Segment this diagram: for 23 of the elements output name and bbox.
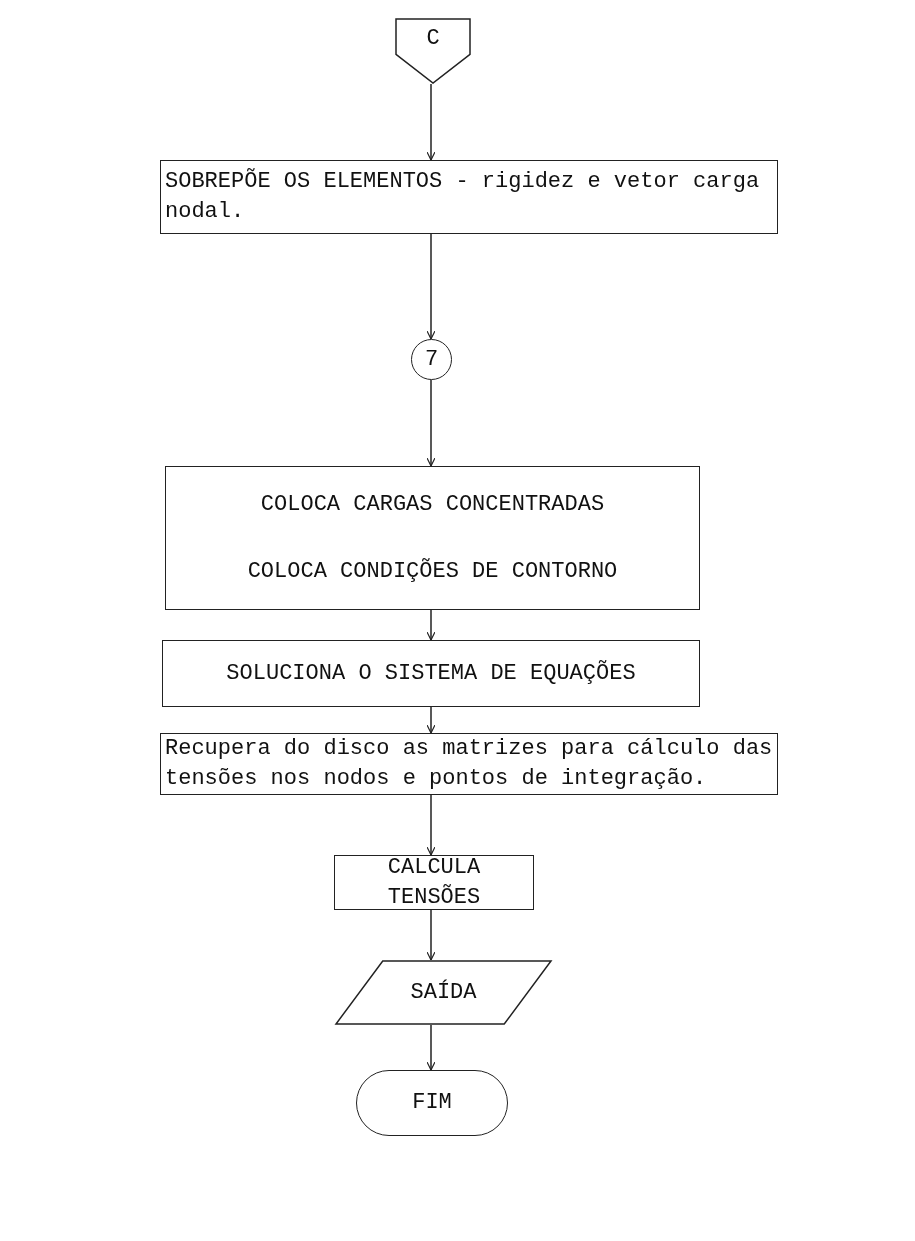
process-text: Recupera do disco as matrizes para cálculo das tensões nos nodos e pontos de integração. — [165, 735, 773, 793]
arrow — [426, 609, 436, 641]
process-box — [162, 640, 700, 707]
arrow — [426, 794, 436, 856]
node-label: C — [426, 25, 440, 53]
process-box — [165, 466, 700, 610]
node-label: SAÍDA — [410, 978, 477, 1007]
arrow — [426, 379, 436, 467]
process-text: CALCULA TENSÕES — [386, 853, 482, 912]
process-box — [334, 855, 534, 910]
process-text: SOLUCIONA O SISTEMA DE EQUAÇÕES — [226, 659, 636, 688]
process-box — [160, 160, 778, 234]
node-label: 7 — [424, 345, 439, 374]
node-label: FIM — [412, 1089, 452, 1118]
process-text: SOBREPÕE OS ELEMENTOS - rigidez e vetor carga nodal. — [165, 167, 761, 226]
connector-circle — [411, 339, 452, 380]
arrow — [426, 1024, 436, 1071]
process-text: COLOCA CARGAS CONCENTRADAS — [260, 490, 605, 519]
arrow — [426, 83, 436, 161]
process-text: COLOCA CONDIÇÕES DE CONTORNO — [247, 557, 618, 586]
arrow — [426, 909, 436, 961]
arrow — [426, 706, 436, 734]
arrow — [426, 233, 436, 340]
